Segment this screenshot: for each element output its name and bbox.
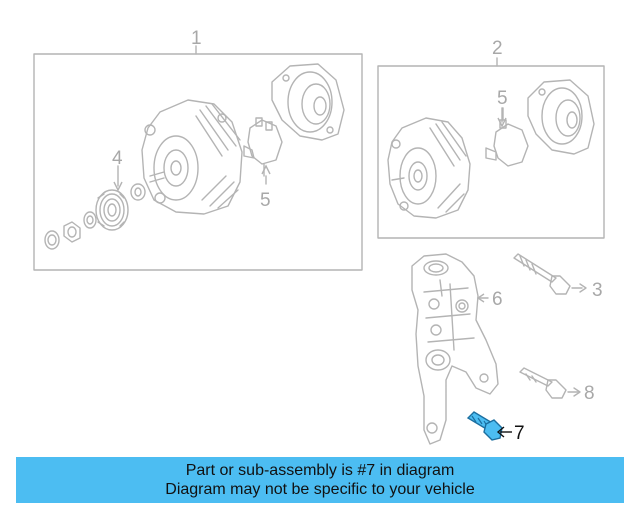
info-banner: Part or sub-assembly is #7 in diagram Di…: [16, 457, 624, 503]
banner-line-2: Diagram may not be specific to your vehi…: [165, 481, 475, 498]
bolt-8: [519, 367, 581, 399]
callout-3: 3: [592, 280, 603, 301]
bolt-3: [513, 253, 587, 295]
assembly-2-box: [377, 65, 605, 239]
callout-6: 6: [492, 289, 503, 310]
bolt-7-highlighted: [466, 411, 512, 441]
regulator-2: [485, 107, 529, 167]
banner-line-1: Part or sub-assembly is #7 in diagram: [185, 462, 455, 479]
alternator-2: [387, 117, 471, 219]
mounting-bracket: [411, 253, 499, 445]
callout-2: 2: [492, 38, 503, 59]
callout-5-assembly-2: 5: [497, 88, 508, 109]
pulley-set-1: [44, 165, 146, 250]
regulator-1: [243, 117, 283, 177]
assembly-1-box: [33, 53, 363, 271]
callout-1: 1: [191, 28, 202, 49]
end-cover-1: [271, 63, 345, 141]
alternator-1: [141, 99, 243, 215]
callout-7: 7: [514, 423, 525, 444]
callout-4: 4: [112, 148, 123, 169]
callout-8: 8: [584, 383, 595, 404]
callout-5-assembly-1: 5: [260, 190, 271, 211]
end-cover-2: [527, 79, 595, 155]
